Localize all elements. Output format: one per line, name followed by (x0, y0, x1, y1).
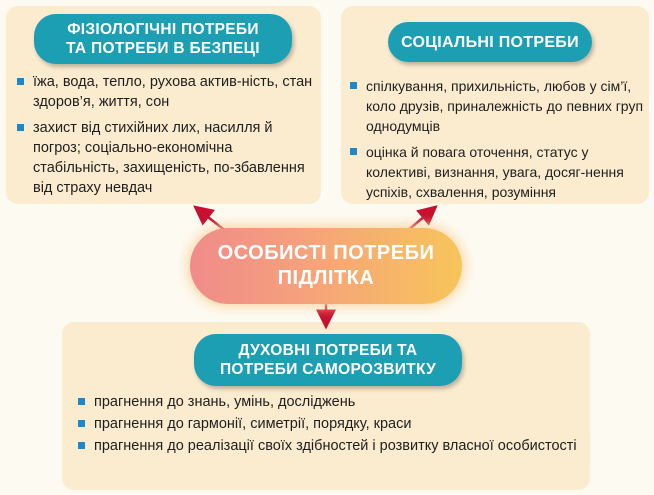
physiological-title-line2: ТА ПОТРЕБИ В БЕЗПЕЦІ (66, 40, 260, 57)
center-title-line1: ОСОБИСТІ ПОТРЕБИ (217, 242, 435, 264)
physiological-needs-list: їжа, вода, тепло, рухова актив-ність, ст… (17, 72, 313, 204)
spiritual-needs-list: прагнення до знань, умінь, досліджень пр… (78, 392, 584, 458)
bullet-icon (17, 124, 24, 131)
spiritual-needs-title: ДУХОВНІ ПОТРЕБИ ТА ПОТРЕБИ САМОРОЗВИТКУ (194, 334, 462, 386)
spiritual-title-line1: ДУХОВНІ ПОТРЕБИ ТА (238, 342, 418, 359)
bullet-icon (350, 82, 357, 89)
spiritual-title-line2: ПОТРЕБИ САМОРОЗВИТКУ (219, 361, 437, 378)
bullet-icon (78, 398, 85, 405)
physiological-needs-title: ФІЗІОЛОГІЧНІ ПОТРЕБИ ТА ПОТРЕБИ В БЕЗПЕЦ… (34, 14, 292, 64)
list-item: прагнення до гармонії, симетрії, порядку… (78, 414, 584, 434)
bullet-icon (17, 78, 24, 85)
social-title: СОЦІАЛЬНІ ПОТРЕБИ (401, 33, 579, 51)
bullet-icon (78, 420, 85, 427)
physiological-title-line1: ФІЗІОЛОГІЧНІ ПОТРЕБИ (67, 21, 259, 38)
list-item: спілкування, прихильність, любов у сім’ї… (350, 76, 646, 136)
list-item: прагнення до знань, умінь, досліджень (78, 392, 584, 412)
list-item: оцінка й повага оточення, статус у колек… (350, 142, 646, 202)
social-needs-list: спілкування, прихильність, любов у сім’ї… (350, 76, 646, 208)
list-item: прагнення до реалізації своїх здібностей… (78, 436, 584, 456)
bullet-icon (78, 442, 85, 449)
social-needs-title: СОЦІАЛЬНІ ПОТРЕБИ (388, 22, 592, 62)
center-title-line2: ПІДЛІТКА (277, 267, 375, 289)
central-node-personal-needs: ОСОБИСТІ ПОТРЕБИ ПІДЛІТКА (190, 228, 462, 304)
list-item: їжа, вода, тепло, рухова актив-ність, ст… (17, 72, 313, 112)
list-item: захист від стихійних лих, насилля й погр… (17, 118, 313, 198)
bullet-icon (350, 148, 357, 155)
